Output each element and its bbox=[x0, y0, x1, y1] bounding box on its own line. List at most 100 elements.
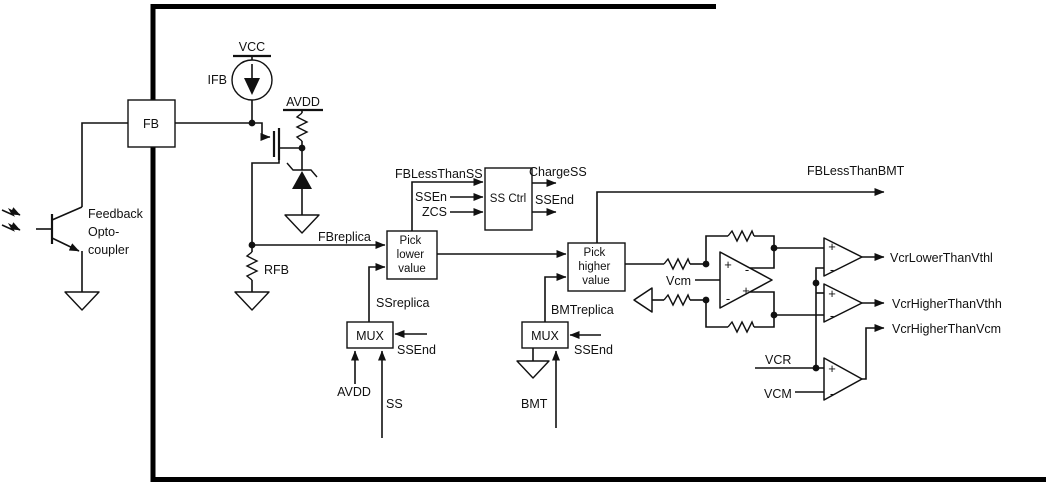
fb-pin: FB bbox=[127, 99, 176, 148]
fbreplica-label: FBreplica bbox=[318, 230, 371, 244]
light-arrow-icon bbox=[1, 222, 21, 232]
comparator-vcm: + - bbox=[823, 357, 863, 401]
junction-dot bbox=[812, 279, 820, 287]
ss-ctrl-box: SS Ctrl bbox=[484, 167, 533, 231]
wire-ssreplica bbox=[368, 263, 386, 322]
chargess-label: ChargeSS bbox=[529, 165, 587, 179]
comp1-plus: + bbox=[828, 239, 836, 254]
junction-dot bbox=[770, 311, 778, 319]
pick-higher-value-box: Pick higher value bbox=[567, 242, 626, 292]
wire bbox=[815, 267, 824, 368]
diffamp-plus-out: + bbox=[742, 283, 750, 298]
diffamp-minus-out: - bbox=[745, 262, 749, 277]
pick-lower-value-box: Pick lower value bbox=[386, 230, 438, 280]
opto-emitter bbox=[51, 237, 80, 252]
junction-dot bbox=[702, 260, 710, 268]
fb-pin-label: FB bbox=[143, 117, 159, 131]
diffamp-minus-in: - bbox=[726, 291, 730, 306]
junction-dot bbox=[770, 244, 778, 252]
mux-left-box: MUX bbox=[346, 321, 394, 349]
junction-dot bbox=[812, 364, 820, 372]
opto-label-line3: coupler bbox=[88, 243, 129, 257]
rfb-label: RFB bbox=[264, 263, 289, 277]
vcrlowerthanvthl-label: VcrLowerThanVthl bbox=[890, 251, 993, 265]
ground-icon bbox=[234, 291, 270, 311]
avdd-label: AVDD bbox=[286, 95, 320, 109]
resistor-symbol bbox=[245, 251, 259, 281]
resistor-symbol bbox=[727, 320, 755, 334]
current-source-icon bbox=[231, 59, 273, 101]
diff-amp-triangle bbox=[719, 251, 773, 309]
vcrhigherthanvthh-label: VcrHigherThanVthh bbox=[892, 297, 1002, 311]
ic-boundary bbox=[150, 4, 1046, 482]
ground-icon bbox=[516, 360, 550, 379]
wire bbox=[750, 291, 775, 328]
ifb-current-source bbox=[231, 54, 273, 101]
rfb-resistor bbox=[234, 251, 270, 311]
mux-right-label: MUX bbox=[531, 329, 559, 343]
opto-label-line2: Opto- bbox=[88, 225, 119, 239]
zcs-label: ZCS bbox=[422, 205, 447, 219]
ground-icon bbox=[284, 214, 320, 234]
avdd-pullup bbox=[283, 108, 323, 142]
pick-lower-value-label: Pick lower value bbox=[397, 235, 428, 275]
ssend-ctrl-label: SSEnd bbox=[535, 193, 574, 207]
comp3-minus: - bbox=[830, 386, 834, 401]
opto-collector bbox=[51, 206, 83, 221]
resistor-symbol bbox=[727, 229, 755, 243]
comp3-plus: + bbox=[828, 361, 836, 376]
vcm-ref-label: VCM bbox=[764, 387, 792, 401]
current-arrow-icon bbox=[244, 78, 260, 95]
diff-amp: + - - + bbox=[633, 229, 773, 334]
comp1-minus: - bbox=[830, 262, 834, 277]
wire bbox=[251, 156, 280, 245]
junction-dot bbox=[298, 144, 306, 152]
wire bbox=[705, 235, 728, 264]
avdd-mux-label: AVDD bbox=[337, 385, 371, 399]
wire bbox=[81, 122, 128, 207]
ss-label: SS bbox=[386, 397, 403, 411]
zener-triangle bbox=[292, 171, 312, 189]
vcr-label: VCR bbox=[765, 353, 791, 367]
signal-arrows bbox=[252, 122, 885, 438]
vcm-buffer-icon bbox=[633, 287, 653, 313]
bmt-label: BMT bbox=[521, 397, 548, 411]
ground-icon bbox=[64, 291, 100, 311]
ssend-right-mux-label: SSEnd bbox=[574, 343, 613, 357]
vcm-node-label: Vcm bbox=[666, 274, 691, 288]
mux-right-box: MUX bbox=[516, 321, 569, 379]
comparator-triangle bbox=[823, 357, 863, 401]
junction-dot bbox=[248, 119, 256, 127]
fblessthanss-label: FBLessThanSS bbox=[395, 167, 483, 181]
net-labels: VCC IFB AVDD Feedback Opto- coupler RFB … bbox=[88, 40, 1002, 411]
comp2-plus: + bbox=[828, 286, 836, 301]
comparator-vthh: + - bbox=[823, 283, 863, 323]
wire bbox=[750, 235, 775, 269]
zener-diode bbox=[284, 162, 320, 234]
ifb-label: IFB bbox=[208, 73, 227, 87]
diffamp-plus-in: + bbox=[724, 257, 732, 272]
resistor-symbol bbox=[663, 257, 691, 271]
comparator-vthl: + - bbox=[823, 237, 863, 277]
fblessthanbmt-label: FBLessThanBMT bbox=[807, 164, 905, 178]
junction-dot bbox=[248, 241, 256, 249]
light-arrow-icon bbox=[1, 207, 21, 217]
vcc-label: VCC bbox=[239, 40, 265, 54]
ssen-label: SSEn bbox=[415, 190, 447, 204]
opto-label-line1: Feedback bbox=[88, 207, 144, 221]
ssreplica-label: SSreplica bbox=[376, 296, 430, 310]
wire-fblessthanbmt bbox=[596, 188, 885, 243]
resistor-symbol bbox=[663, 293, 691, 307]
junction-dot bbox=[702, 296, 710, 304]
bmtreplica-label: BMTreplica bbox=[551, 303, 614, 317]
ssend-left-mux-label: SSEnd bbox=[397, 343, 436, 357]
comparator-triangle bbox=[823, 283, 863, 323]
comparator-triangle bbox=[823, 237, 863, 277]
wire bbox=[705, 300, 728, 328]
ss-ctrl-label: SS Ctrl bbox=[490, 193, 526, 205]
wire-bmtreplica bbox=[544, 273, 567, 322]
resistor-symbol bbox=[295, 112, 309, 142]
mosfet bbox=[272, 128, 281, 160]
comp2-minus: - bbox=[830, 308, 834, 323]
